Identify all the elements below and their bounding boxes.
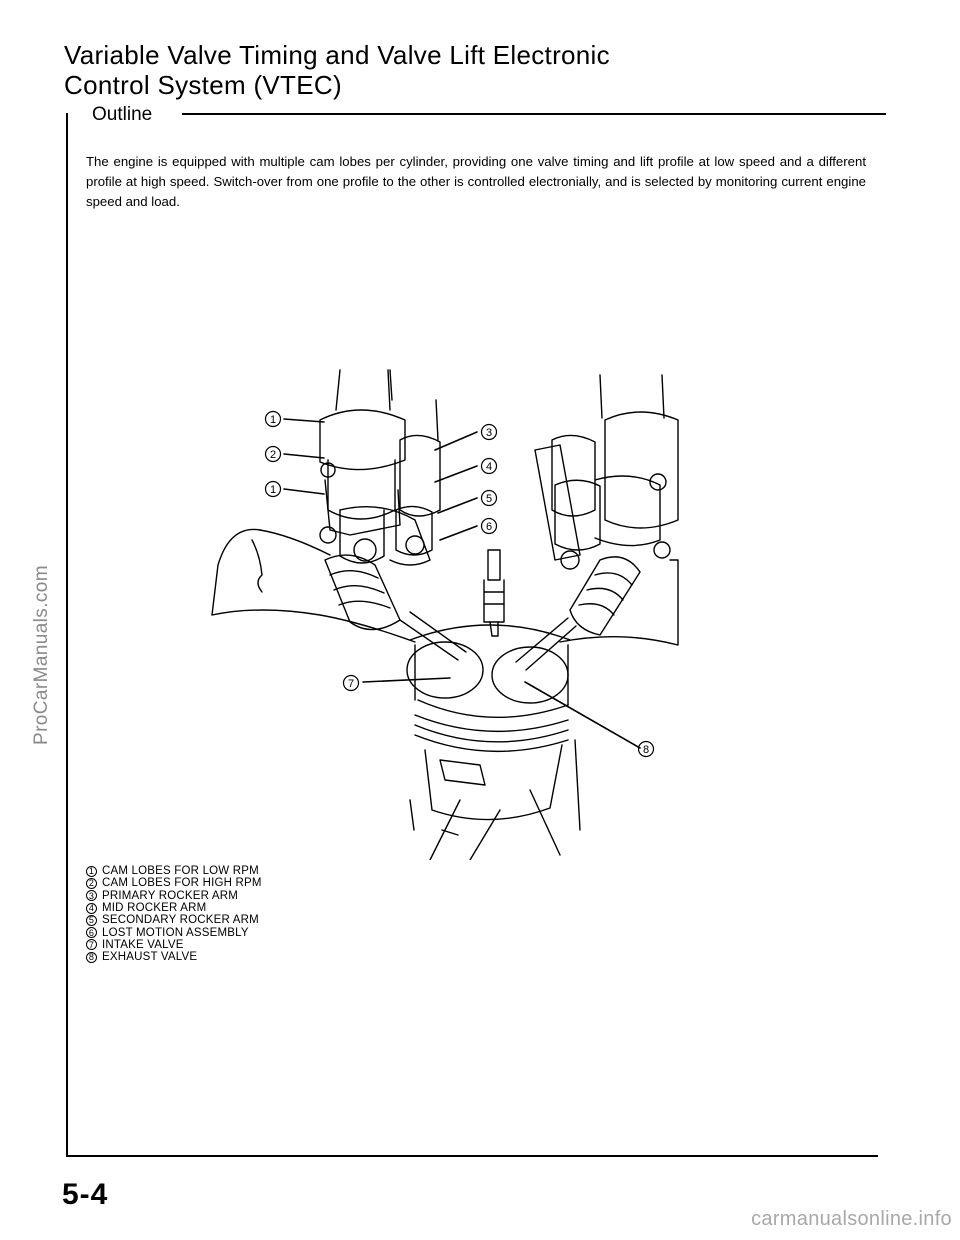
intro-paragraph: The engine is equipped with multiple cam… (86, 154, 866, 209)
frame-bottom-rule (66, 1155, 878, 1157)
callout-4: 4 (480, 457, 498, 475)
svg-text:8: 8 (643, 744, 649, 756)
legend-number: 7 (86, 939, 97, 951)
legend-number: 6 (86, 927, 97, 939)
svg-text:5: 5 (486, 493, 492, 505)
legend-item: 2 CAM LOBES FOR HIGH RPM (86, 877, 262, 889)
legend-item: 6 LOST MOTION ASSEMBLY (86, 926, 262, 939)
svg-text:4: 4 (486, 461, 492, 473)
frame-left-rule (66, 113, 68, 1157)
legend-label: SECONDARY ROCKER ARM (102, 914, 259, 927)
callout-8: 8 (637, 740, 655, 758)
legend-number: 4 (86, 902, 97, 914)
vtec-diagram: 1 2 1 3 4 5 6 7 (211, 369, 679, 860)
svg-text:1: 1 (270, 414, 276, 426)
legend-number: 1 (86, 865, 97, 877)
page-number: 5-4 (62, 1178, 109, 1211)
svg-text:3: 3 (486, 427, 492, 439)
legend-label: INTAKE VALVE (102, 938, 184, 951)
legend-item: 4 MID ROCKER ARM (86, 902, 262, 914)
callout-6: 6 (480, 517, 498, 535)
legend-item: 1 CAM LOBES FOR LOW RPM (86, 865, 262, 877)
page-title: Variable Valve Timing and Valve Lift Ele… (64, 40, 610, 100)
callout-2: 2 (264, 445, 282, 463)
callout-5: 5 (480, 489, 498, 507)
title-line-1: Variable Valve Timing and Valve Lift Ele… (64, 40, 610, 70)
callout-7: 7 (342, 674, 360, 692)
legend-label: PRIMARY ROCKER ARM (102, 889, 239, 902)
legend-number: 3 (86, 890, 97, 902)
callout-1-lower: 1 (264, 480, 282, 498)
legend-label: CAM LOBES FOR HIGH RPM (102, 877, 262, 890)
rocker-arms (319, 444, 671, 570)
callout-1-top: 1 (264, 410, 282, 428)
piston (406, 624, 581, 860)
legend-label: MID ROCKER ARM (102, 902, 207, 915)
svg-text:6: 6 (486, 521, 492, 533)
legend-item: 5 SECONDARY ROCKER ARM (86, 914, 262, 926)
legend-number: 8 (86, 951, 97, 963)
spark-plug (483, 549, 505, 637)
exhaust-camshaft (551, 374, 679, 551)
frame-top-line (182, 113, 886, 115)
intake-camshaft (319, 369, 441, 564)
parts-legend: 1 CAM LOBES FOR LOW RPM 2 CAM LOBES FOR HI… (86, 865, 262, 963)
side-watermark-text: ProCarManuals.com (31, 565, 53, 745)
legend-item: 3 PRIMARY ROCKER ARM (86, 890, 262, 902)
section-heading: Outline (92, 104, 159, 126)
legend-item: 7 INTAKE VALVE (86, 939, 262, 951)
title-line-2: Control System (VTEC) (64, 70, 342, 100)
frame-top-rule (66, 113, 886, 127)
svg-text:2: 2 (270, 449, 276, 461)
legend-number: 5 (86, 914, 97, 926)
valve-springs (324, 554, 641, 636)
ports (211, 528, 679, 646)
legend-number: 2 (86, 877, 97, 889)
bottom-watermark: carmanualsonline.info (751, 1208, 952, 1230)
legend-label: LOST MOTION ASSEMBLY (102, 926, 249, 939)
callout-3: 3 (480, 423, 498, 441)
legend-label: EXHAUST VALVE (102, 951, 198, 964)
leader-lines (283, 418, 641, 749)
valve-stems (399, 611, 577, 671)
legend-label: CAM LOBES FOR LOW RPM (102, 865, 259, 878)
svg-text:1: 1 (270, 484, 276, 496)
callout-markers: 1 2 1 3 4 5 6 7 (264, 410, 655, 758)
svg-text:7: 7 (348, 678, 354, 690)
legend-item: 8 EXHAUST VALVE (86, 951, 262, 963)
side-watermark: ProCarManuals.com (22, 505, 62, 805)
